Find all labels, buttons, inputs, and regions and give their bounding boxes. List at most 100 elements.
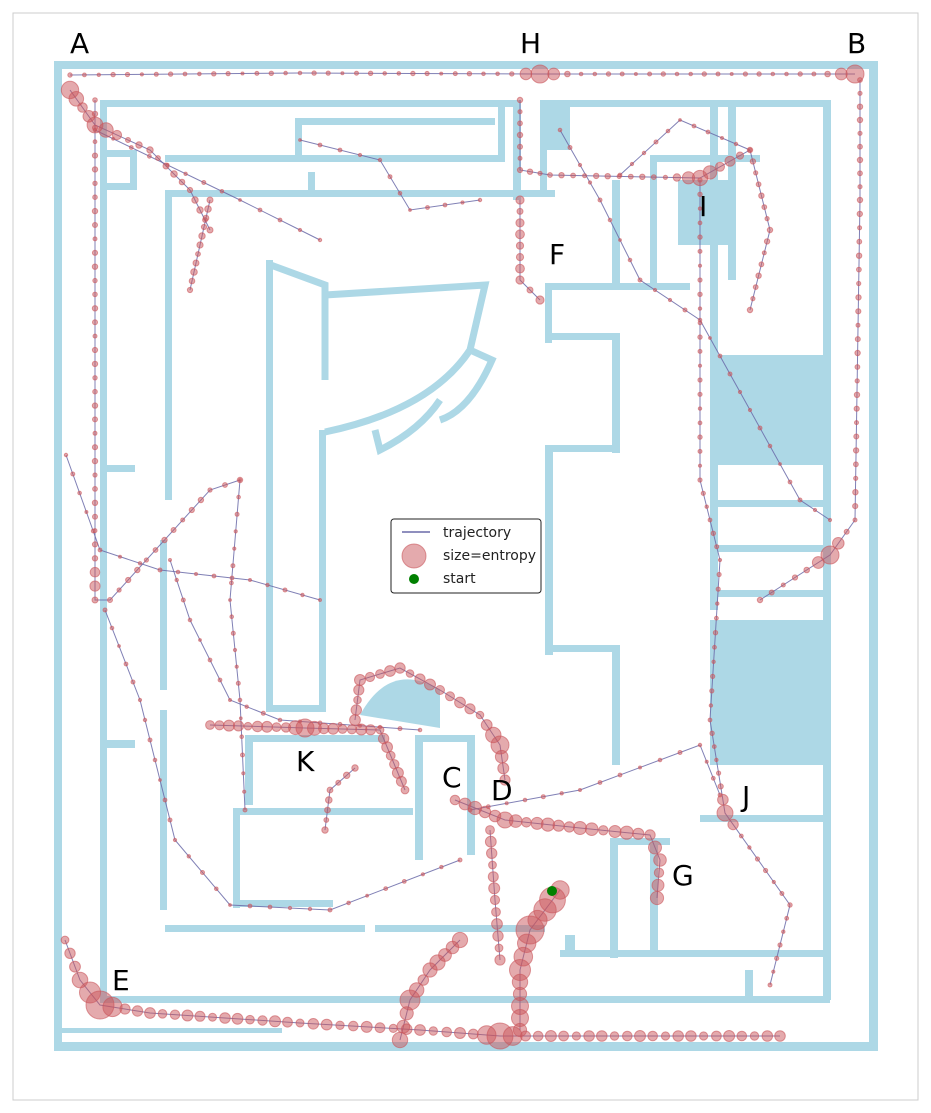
entropy-point bbox=[691, 123, 697, 129]
entropy-point bbox=[424, 678, 436, 691]
entropy-point bbox=[856, 196, 864, 204]
entropy-point bbox=[517, 109, 523, 115]
entropy-point bbox=[91, 360, 99, 368]
entropy-point bbox=[307, 1018, 320, 1030]
entropy-point bbox=[240, 752, 245, 758]
entropy-point bbox=[639, 173, 646, 181]
entropy-point bbox=[477, 197, 483, 203]
entropy-point bbox=[243, 721, 253, 731]
entropy-point bbox=[853, 461, 859, 468]
entropy-point bbox=[170, 527, 177, 533]
entropy-point bbox=[364, 671, 376, 683]
entropy-point bbox=[399, 989, 421, 1011]
legend-trajectory-label: trajectory bbox=[443, 525, 511, 541]
entropy-point bbox=[168, 558, 172, 562]
wall-right-block-2 bbox=[540, 150, 547, 190]
wall-left-stub-1 bbox=[107, 465, 135, 472]
entropy-point bbox=[787, 479, 793, 485]
entropy-point bbox=[648, 840, 662, 855]
entropy-point bbox=[484, 835, 497, 848]
entropy-point bbox=[854, 364, 861, 370]
entropy-point bbox=[204, 205, 212, 213]
entropy-point bbox=[91, 444, 99, 451]
entropy-point bbox=[340, 71, 345, 76]
entropy-point bbox=[756, 596, 764, 604]
entropy-point bbox=[230, 563, 236, 569]
entropy-point bbox=[697, 291, 703, 297]
entropy-point bbox=[784, 71, 789, 77]
entropy-point bbox=[170, 170, 178, 178]
entropy-point bbox=[200, 870, 205, 875]
wall-room-C-right bbox=[467, 735, 475, 855]
entropy-point bbox=[192, 259, 200, 267]
entropy-point bbox=[853, 391, 861, 398]
entropy-point bbox=[232, 546, 237, 551]
wall-room-C-top bbox=[415, 735, 475, 742]
entropy-point bbox=[797, 497, 803, 503]
entropy-point bbox=[558, 172, 565, 179]
entropy-point bbox=[277, 217, 283, 223]
entropy-point bbox=[174, 577, 179, 583]
entropy-point bbox=[502, 1026, 523, 1046]
entropy-point bbox=[763, 867, 769, 874]
entropy-point bbox=[298, 719, 302, 724]
entropy-point bbox=[234, 511, 240, 517]
entropy-point bbox=[856, 210, 863, 218]
entropy-point bbox=[454, 1027, 466, 1039]
entropy-point bbox=[771, 879, 776, 885]
entropy-point bbox=[662, 174, 669, 180]
entropy-point bbox=[854, 336, 861, 343]
entropy-point bbox=[375, 669, 385, 679]
entropy-point bbox=[335, 779, 342, 786]
entropy-point bbox=[702, 165, 718, 180]
legend-entropy-label: size=entropy bbox=[443, 548, 536, 564]
entropy-point bbox=[91, 305, 99, 312]
entropy-point bbox=[125, 576, 132, 584]
entropy-point bbox=[712, 644, 717, 650]
entropy-point bbox=[92, 194, 98, 200]
entropy-point bbox=[466, 71, 473, 77]
entropy-point bbox=[494, 943, 504, 953]
entropy-point bbox=[137, 697, 143, 703]
entropy-point bbox=[619, 825, 634, 840]
entropy-point bbox=[715, 71, 721, 77]
entropy-point bbox=[155, 155, 161, 161]
wall-central-curve-inner bbox=[371, 398, 443, 456]
entropy-point bbox=[715, 586, 721, 592]
entropy-point bbox=[282, 587, 288, 593]
entropy-point bbox=[202, 214, 210, 222]
entropy-point bbox=[672, 1030, 685, 1042]
label-k: K bbox=[296, 745, 315, 778]
entropy-point bbox=[622, 1030, 633, 1042]
entropy-point bbox=[237, 697, 243, 703]
entropy-point bbox=[134, 566, 141, 574]
entropy-point bbox=[98, 122, 114, 138]
entropy-point bbox=[92, 416, 98, 423]
entropy-point bbox=[557, 127, 563, 133]
entropy-point bbox=[697, 334, 703, 340]
entropy-point bbox=[608, 825, 622, 838]
entropy-point bbox=[724, 155, 736, 167]
entropy-point bbox=[494, 749, 509, 764]
entropy-point bbox=[767, 982, 773, 988]
entropy-point bbox=[522, 797, 528, 803]
wall-room-I-left bbox=[650, 155, 657, 285]
entropy-point bbox=[395, 775, 407, 787]
entropy-point bbox=[508, 814, 523, 828]
entropy-point bbox=[766, 226, 774, 234]
entropy-point bbox=[657, 757, 663, 763]
entropy-point bbox=[672, 173, 682, 182]
wall-right-step-5 bbox=[545, 645, 620, 652]
entropy-point bbox=[167, 817, 173, 823]
entropy-point bbox=[234, 664, 239, 669]
entropy-point bbox=[708, 336, 712, 340]
entropy-point bbox=[597, 197, 603, 203]
entropy-point bbox=[317, 720, 323, 726]
entropy-point bbox=[137, 561, 143, 566]
entropy-point bbox=[738, 833, 744, 839]
entropy-point bbox=[697, 377, 703, 383]
entropy-point bbox=[856, 238, 863, 245]
entropy-point bbox=[857, 90, 863, 96]
wall-right-step-4 bbox=[545, 445, 553, 655]
entropy-point bbox=[92, 333, 98, 339]
